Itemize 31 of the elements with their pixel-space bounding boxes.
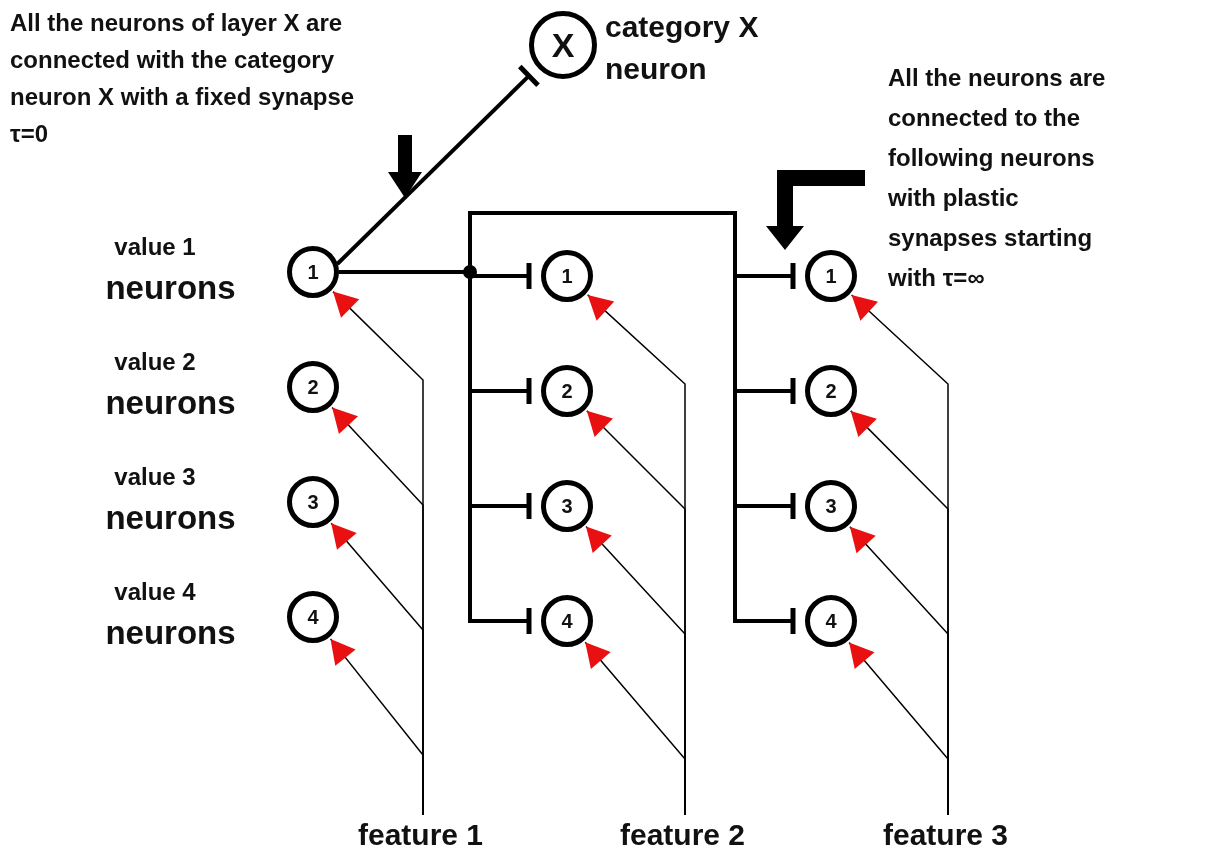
layer-caption: value 1 xyxy=(113,233,197,261)
neuron-circle: 4 xyxy=(287,591,339,643)
layer-caption: neurons xyxy=(104,498,237,538)
layer-caption: neurons xyxy=(104,268,237,308)
feature-label: feature 1 xyxy=(328,815,513,855)
annotation-text: All the neurons of layer X are connected with the category neuron X with a fixed synapse τ=0 xyxy=(10,8,355,149)
layer-caption: value 4 xyxy=(113,578,197,606)
input-arrow xyxy=(329,638,424,816)
layer-caption: value 3 xyxy=(113,463,197,491)
neuron-circle: 2 xyxy=(805,365,857,417)
annotation-text: All the neurons are connected to the following neurons with plastic synapses starting with τ=∞ xyxy=(888,63,1107,293)
layer-caption: value 2 xyxy=(113,348,197,376)
feature-label: feature 3 xyxy=(853,815,1038,855)
neuron-circle: 1 xyxy=(287,246,339,298)
neuron-circle: 3 xyxy=(287,476,339,528)
neuron-circle: 3 xyxy=(541,480,593,532)
neuron-circle: 3 xyxy=(805,480,857,532)
layer-caption: neurons xyxy=(104,383,237,423)
neuron-circle: 1 xyxy=(541,250,593,302)
layer-caption: neurons xyxy=(104,613,237,653)
neuron-circle: 4 xyxy=(805,595,857,647)
input-arrow xyxy=(584,641,686,816)
neuron-circle: 2 xyxy=(287,361,339,413)
synapse-connector xyxy=(335,64,541,266)
neuron-circle: 4 xyxy=(541,595,593,647)
input-arrow xyxy=(848,641,949,816)
neuron-circle: 2 xyxy=(541,365,593,417)
neuron-circle: X xyxy=(529,11,597,79)
neuron-caption: category X neuron xyxy=(605,9,760,87)
feature-label: feature 2 xyxy=(590,815,775,855)
neuron-circle: 1 xyxy=(805,250,857,302)
